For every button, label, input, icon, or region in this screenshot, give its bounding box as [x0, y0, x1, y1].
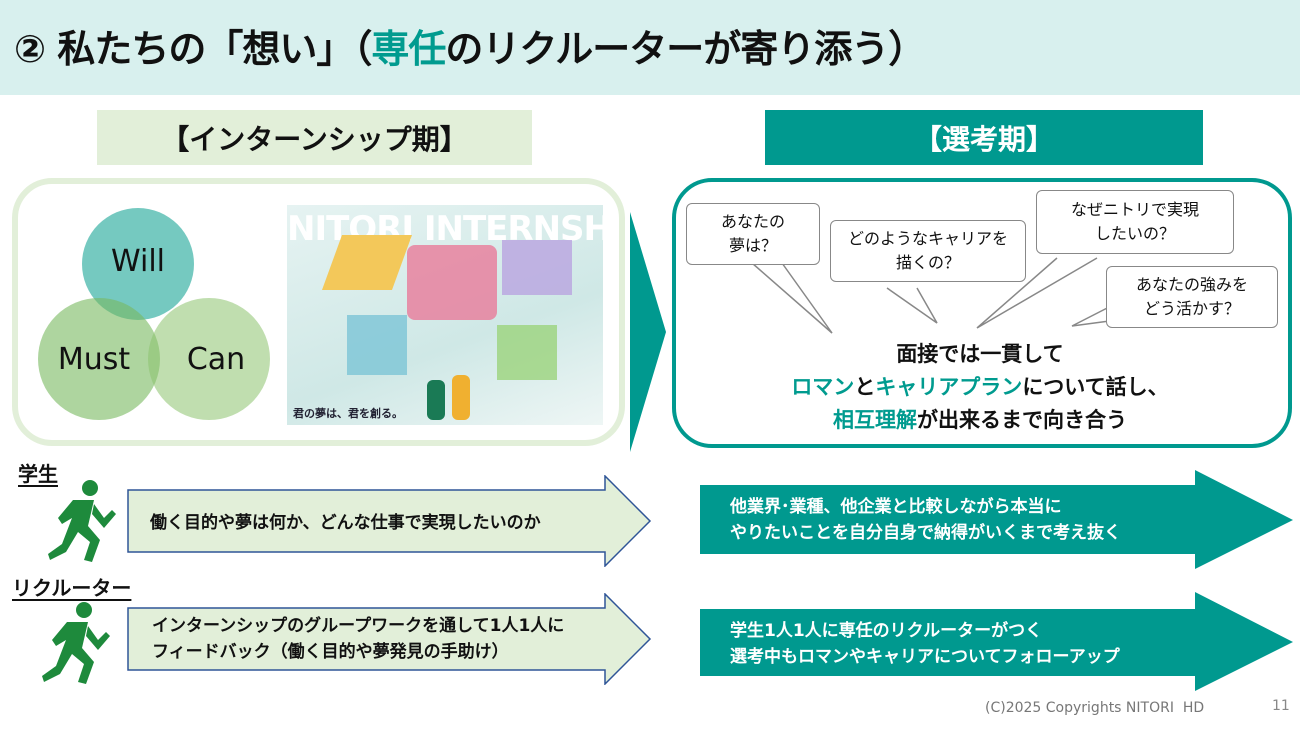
message-text: について話し、: [1022, 375, 1169, 399]
chevron-arrow-icon: [630, 212, 666, 452]
interview-message: 面接では一貫して ロマンとキャリアプランについて話し、 相互理解が出来るまで向き…: [690, 338, 1270, 437]
text-line: インターンシップのグループワークを通して1人1人に: [152, 616, 565, 636]
bubble-text: どのようなキャリアを: [847, 229, 1008, 248]
student-internship-arrow: [127, 475, 652, 567]
venn-must-label: Must: [57, 341, 131, 377]
page-title: ② 私たちの「想い」（専任のリクルーターが寄り添う）: [14, 18, 926, 73]
message-text: と: [854, 375, 876, 399]
speech-bubble: なぜニトリで実現したいの？: [1036, 190, 1234, 254]
text-line: 選考中もロマンやキャリアについてフォローアップ: [730, 647, 1120, 667]
message-line: 面接では一貫して: [896, 342, 1064, 366]
illustration-block: [407, 245, 497, 320]
runner-icon: [42, 602, 110, 684]
speech-bubble: あなたの夢は？: [686, 203, 820, 265]
text-line: 学生1人1人に専任のリクルーターがつく: [730, 621, 1043, 641]
illustration-block: [347, 315, 407, 375]
text-line: フィードバック（働く目的や夢発見の手助け）: [152, 642, 509, 662]
bubble-text: 描くの？: [895, 253, 960, 272]
recruiter-internship-arrow: [127, 593, 652, 685]
student-selection-arrow: [700, 470, 1293, 569]
message-highlight: 相互理解: [833, 408, 917, 432]
message-highlight: キャリアプラン: [875, 375, 1023, 399]
internship-image: NITORI INTERNSHIP 君の夢は、君を創る。: [287, 205, 603, 425]
bubble-text: したいの？: [1094, 224, 1175, 243]
venn-must: Must: [38, 298, 160, 420]
venn-can: Can: [148, 298, 270, 420]
venn-diagram: Will Must Can: [30, 200, 280, 430]
venn-will-label: Will: [110, 244, 165, 279]
runner-icon: [48, 480, 116, 562]
bubble-text: 夢は？: [728, 236, 777, 255]
illustration-person: [452, 375, 470, 420]
recruiter-selection-arrow: [700, 592, 1293, 691]
recruiter-internship-text: インターンシップのグループワークを通して1人1人にフィードバック（働く目的や夢発…: [152, 613, 564, 665]
speech-bubble: どのようなキャリアを描くの？: [830, 220, 1026, 282]
text-line: やりたいことを自分自身で納得がいくまで考え抜く: [730, 523, 1121, 543]
selection-period-label: 【選考期】: [765, 110, 1203, 165]
illustration-person: [427, 380, 445, 420]
title-prefix: ② 私たちの「想い」（: [14, 27, 372, 71]
bubble-text: あなたの: [720, 212, 785, 231]
student-selection-text: 他業界･業種、他企業と比較しながら本当にやりたいことを自分自身で納得がいくまで考…: [730, 494, 1121, 546]
page-number: 11: [1272, 698, 1290, 714]
illustration-block: [502, 240, 572, 295]
internship-panel: [12, 178, 625, 446]
illustration-block: [497, 325, 557, 380]
text-line: 他業界･業種、他企業と比較しながら本当に: [730, 497, 1062, 517]
venn-can-label: Can: [186, 341, 246, 377]
student-internship-text: 働く目的や夢は何か、どんな仕事で実現したいのか: [150, 513, 541, 533]
title-suffix: のリクルーターが寄り添う）: [445, 27, 926, 71]
recruiter-label: リクルーター: [12, 576, 132, 600]
image-caption: 君の夢は、君を創る。: [293, 407, 403, 420]
title-highlight: 専任: [371, 27, 446, 71]
message-text: が出来るまで向き合う: [917, 408, 1127, 432]
message-highlight: ロマン: [791, 375, 855, 399]
student-label: 学生: [18, 462, 58, 486]
selection-panel: [672, 178, 1292, 448]
bubble-text: どう活かす？: [1143, 299, 1240, 318]
speech-bubble: あなたの強みをどう活かす？: [1106, 266, 1278, 328]
bubble-text: あなたの強みを: [1135, 275, 1248, 294]
header-band: [0, 0, 1300, 95]
recruiter-selection-text: 学生1人1人に専任のリクルーターがつく選考中もロマンやキャリアについてフォローア…: [730, 618, 1120, 670]
internship-period-label: 【インターンシップ期】: [97, 110, 532, 165]
bubble-text: なぜニトリで実現: [1070, 200, 1199, 219]
copyright: (C)2025 Copyrights NITORI HD: [985, 700, 1205, 716]
